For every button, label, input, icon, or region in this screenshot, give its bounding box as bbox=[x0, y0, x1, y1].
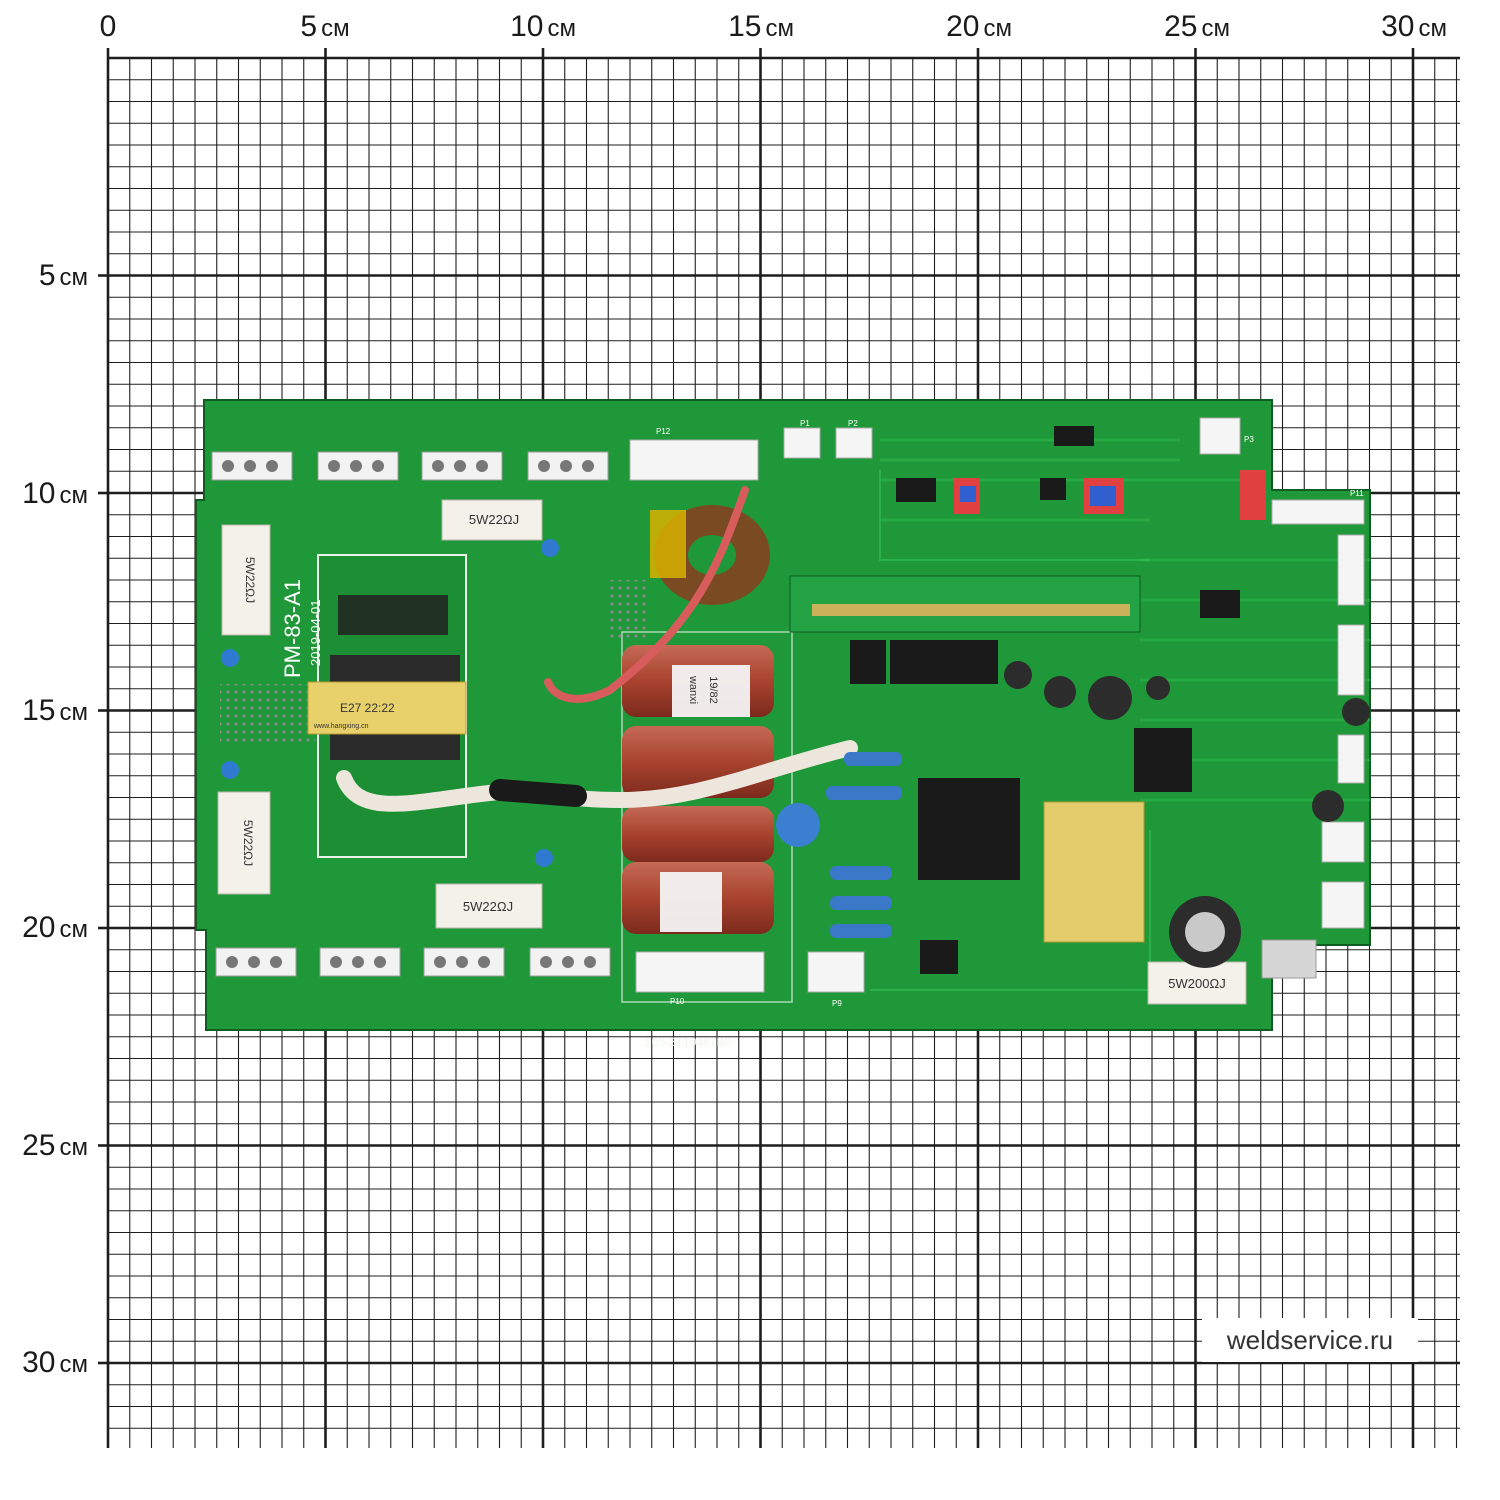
terminal-group-top bbox=[211, 451, 609, 481]
y-label-unit: см bbox=[59, 482, 89, 509]
resistor-label-5: 5W200ΩJ bbox=[1168, 976, 1225, 991]
control-transformer bbox=[1043, 801, 1145, 943]
toroid-inductor bbox=[544, 486, 770, 703]
x-label-value: 10 bbox=[510, 10, 544, 43]
board-serial-label: 505-2T10467B0 bbox=[645, 1035, 731, 1049]
board-model-label: PM-83-A1 bbox=[280, 579, 305, 678]
x-label-value: 15 bbox=[728, 10, 762, 43]
y-label-unit: см bbox=[59, 1351, 89, 1378]
disc-capacitors bbox=[221, 539, 820, 867]
resistor-label-4: 5W22ΩJ bbox=[463, 899, 513, 914]
y-label-value: 5 bbox=[38, 259, 56, 292]
y-label-unit: см bbox=[59, 916, 89, 943]
y-label-value: 30 bbox=[22, 1346, 56, 1379]
trimmer-potentiometers bbox=[954, 470, 1266, 520]
resistor-label-2: 5W22ΩJ bbox=[241, 820, 255, 866]
x-label-unit: см bbox=[1201, 15, 1230, 42]
resistor-label-1: 5W22ΩJ bbox=[243, 557, 257, 603]
via-array bbox=[220, 684, 315, 744]
capacitor-label-1: wanxi bbox=[687, 675, 699, 704]
pcb-board bbox=[195, 399, 1371, 1031]
y-label-unit: см bbox=[59, 699, 89, 726]
watermark: weldservice.ru bbox=[1202, 1318, 1418, 1362]
y-label-value: 15 bbox=[22, 694, 56, 727]
x-label-value: 0 bbox=[99, 10, 117, 43]
x-label-value: 5 bbox=[300, 10, 318, 43]
transformer-label-1: E27 22:22 bbox=[340, 701, 395, 715]
connector-label-p11: P11 bbox=[1350, 489, 1364, 498]
x-label-value: 30 bbox=[1381, 10, 1415, 43]
power-transistors bbox=[850, 640, 998, 684]
connector-label-p1: P1 bbox=[800, 419, 810, 428]
connector-label-p10: P10 bbox=[670, 997, 685, 1006]
connector-label-p3: P3 bbox=[1244, 435, 1254, 444]
blue-resistors bbox=[826, 752, 902, 938]
electrolytic-capacitors bbox=[1004, 661, 1370, 968]
x-label-unit: см bbox=[321, 15, 350, 42]
y-label-value: 20 bbox=[22, 911, 56, 944]
small-transformer bbox=[307, 655, 467, 760]
connectors bbox=[629, 417, 1365, 993]
board-date-label: 2019-04-01 bbox=[308, 600, 323, 667]
power-resistors bbox=[217, 499, 1247, 1005]
capacitor-label-2: 19/82 bbox=[707, 676, 719, 704]
y-label-unit: см bbox=[59, 264, 89, 291]
transformer-label-2: www.hangxing.cn bbox=[313, 723, 369, 730]
terminal-group-bottom bbox=[215, 947, 611, 977]
connector-label-p12: P12 bbox=[656, 427, 671, 436]
x-label-unit: см bbox=[765, 15, 794, 42]
y-label-value: 25 bbox=[22, 1129, 56, 1162]
x-label-0: 0 bbox=[100, 12, 117, 42]
x-label-unit: см bbox=[983, 15, 1012, 42]
connector-label-p2: P2 bbox=[848, 419, 858, 428]
x-label-value: 25 bbox=[1164, 10, 1198, 43]
film-capacitors bbox=[622, 645, 774, 934]
resistor-label-3: 5W22ΩJ bbox=[469, 512, 519, 527]
integrated-circuits bbox=[896, 426, 1317, 979]
connector-label-p9: P9 bbox=[832, 999, 842, 1008]
x-label-value: 20 bbox=[946, 10, 980, 43]
x-label-unit: см bbox=[1418, 15, 1447, 42]
heatsink bbox=[918, 778, 1020, 880]
x-label-unit: см bbox=[547, 15, 576, 42]
y-label-unit: см bbox=[59, 1134, 89, 1161]
board-silkscreen-text: PM-83-A1 2019-04-01 505-2T10467B0 5W22ΩJ… bbox=[241, 419, 1364, 1049]
y-label-value: 10 bbox=[22, 477, 56, 510]
